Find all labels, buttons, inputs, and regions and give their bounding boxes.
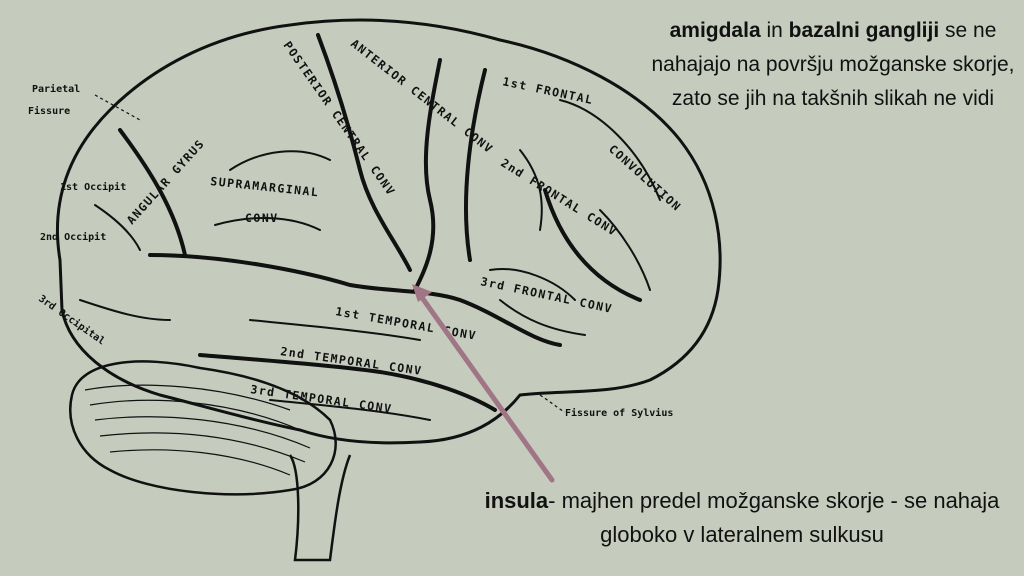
sylvius-pointer bbox=[539, 394, 566, 413]
label-supramarginal-conv: CONV bbox=[245, 211, 279, 225]
label-fissure: Fissure bbox=[28, 105, 70, 117]
term-bazalni: bazalni gangliji bbox=[788, 19, 940, 42]
note-amigdala: amigdala in bazalni gangliji se ne nahaj… bbox=[646, 14, 1020, 116]
brain-stem bbox=[288, 454, 352, 562]
parietal-fissure-pointer bbox=[94, 94, 141, 121]
label-occip-1: 1st Occipit bbox=[60, 181, 126, 193]
label-anterior-central: ANTERIOR CENTRAL CONV bbox=[348, 36, 496, 156]
cerebellum-folia bbox=[84, 384, 311, 476]
cerebellum bbox=[69, 360, 337, 496]
label-supramarginal: SUPRAMARGINAL bbox=[210, 174, 320, 199]
label-fissure-sylvius: Fissure of Sylvius bbox=[565, 407, 673, 419]
label-parietal: Parietal bbox=[32, 83, 80, 95]
sulci-minor bbox=[79, 99, 661, 421]
note-top-rest: se ne nahajajo na površju možganske skor… bbox=[651, 19, 1015, 110]
note-insula: insula- majhen predel možganske skorje -… bbox=[462, 484, 1022, 552]
term-insula: insula bbox=[484, 488, 549, 513]
term-amigdala: amigdala bbox=[669, 19, 761, 42]
label-occip-3: 3rd Occipital bbox=[36, 293, 107, 348]
label-frontal-convolution: CONVOLUTION bbox=[606, 142, 684, 214]
label-occip-2: 2nd Occipit bbox=[40, 231, 106, 243]
insula-arrow bbox=[412, 284, 555, 483]
sulci-major bbox=[118, 33, 642, 412]
note-bottom-rest: - majhen predel možganske skorje - se na… bbox=[548, 488, 1000, 547]
label-frontal-1: 1st FRONTAL bbox=[501, 74, 595, 107]
label-temporal-2: 2nd TEMPORAL CONV bbox=[280, 344, 424, 378]
note-in: in bbox=[760, 19, 789, 42]
cerebrum-outline bbox=[56, 18, 722, 445]
